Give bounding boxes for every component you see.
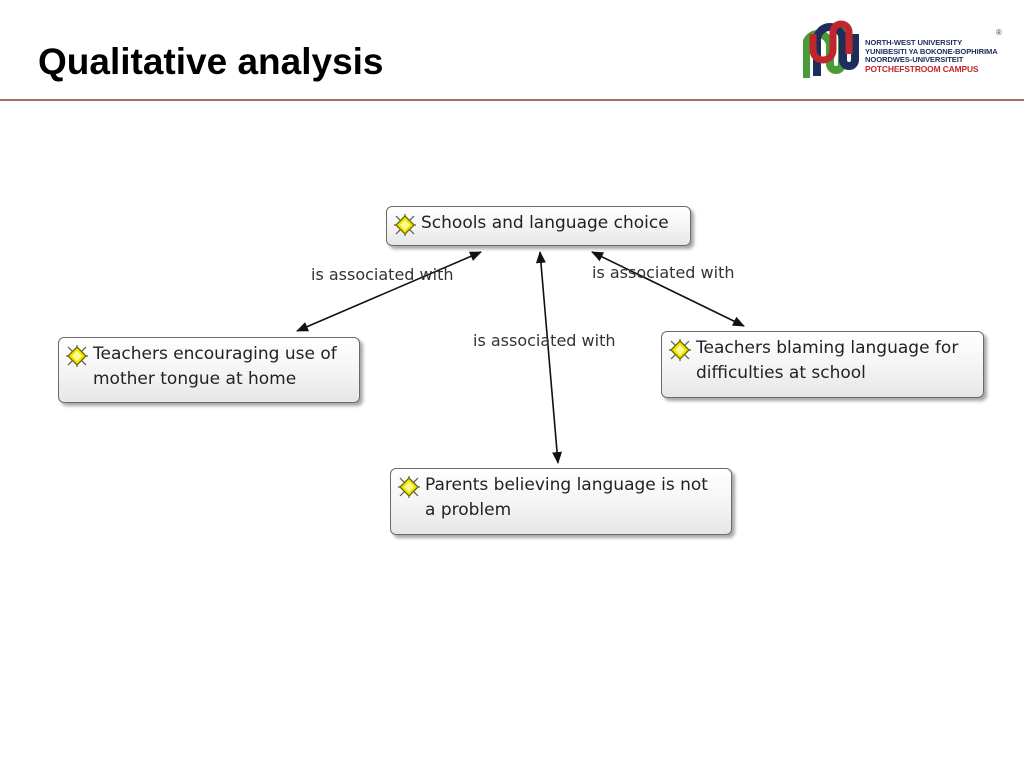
node-schools-and-language-choice[interactable]: Schools and language choice: [386, 206, 691, 246]
campus-name: POTCHEFSTROOM CAMPUS: [865, 63, 979, 74]
code-icon: [669, 339, 691, 361]
node-label: Teachers blaming language for difficulti…: [696, 338, 959, 383]
university-name-line: NORTH-WEST UNIVERSITY: [865, 38, 963, 47]
code-icon: [398, 476, 420, 498]
edge-line: [591, 251, 745, 327]
code-icon: [66, 345, 88, 367]
university-logo: NORTH-WEST UNIVERSITY YUNIBESITI YA BOKO…: [803, 20, 1008, 84]
edge-label: is associated with: [592, 263, 735, 282]
edge-line: [296, 251, 482, 332]
edge-label: is associated with: [311, 265, 454, 284]
university-logo-mark: [803, 20, 859, 78]
university-name-line: YUNIBESITI YA BOKONE-BOPHIRIMA: [865, 46, 998, 56]
node-label: Parents believing language is not a prob…: [425, 475, 708, 520]
university-name: NORTH-WEST UNIVERSITY YUNIBESITI YA BOKO…: [865, 38, 998, 74]
slide-title: Qualitative analysis: [38, 41, 384, 82]
node-teachers-blaming-language[interactable]: Teachers blaming language for difficulti…: [661, 331, 984, 398]
edge-label: is associated with: [473, 331, 616, 350]
code-icon: [394, 214, 416, 236]
registered-mark: ®: [996, 28, 1002, 37]
title-divider: [0, 99, 1024, 101]
node-label: Schools and language choice: [421, 213, 669, 233]
node-teachers-encouraging-mother-tongue[interactable]: Teachers encouraging use of mother tongu…: [58, 337, 360, 403]
node-label: Teachers encouraging use of mother tongu…: [93, 344, 337, 389]
edge-line: [535, 251, 563, 464]
university-name-line: NOORDWES-UNIVERSITEIT: [865, 55, 964, 65]
node-parents-believing-language[interactable]: Parents believing language is not a prob…: [390, 468, 732, 535]
